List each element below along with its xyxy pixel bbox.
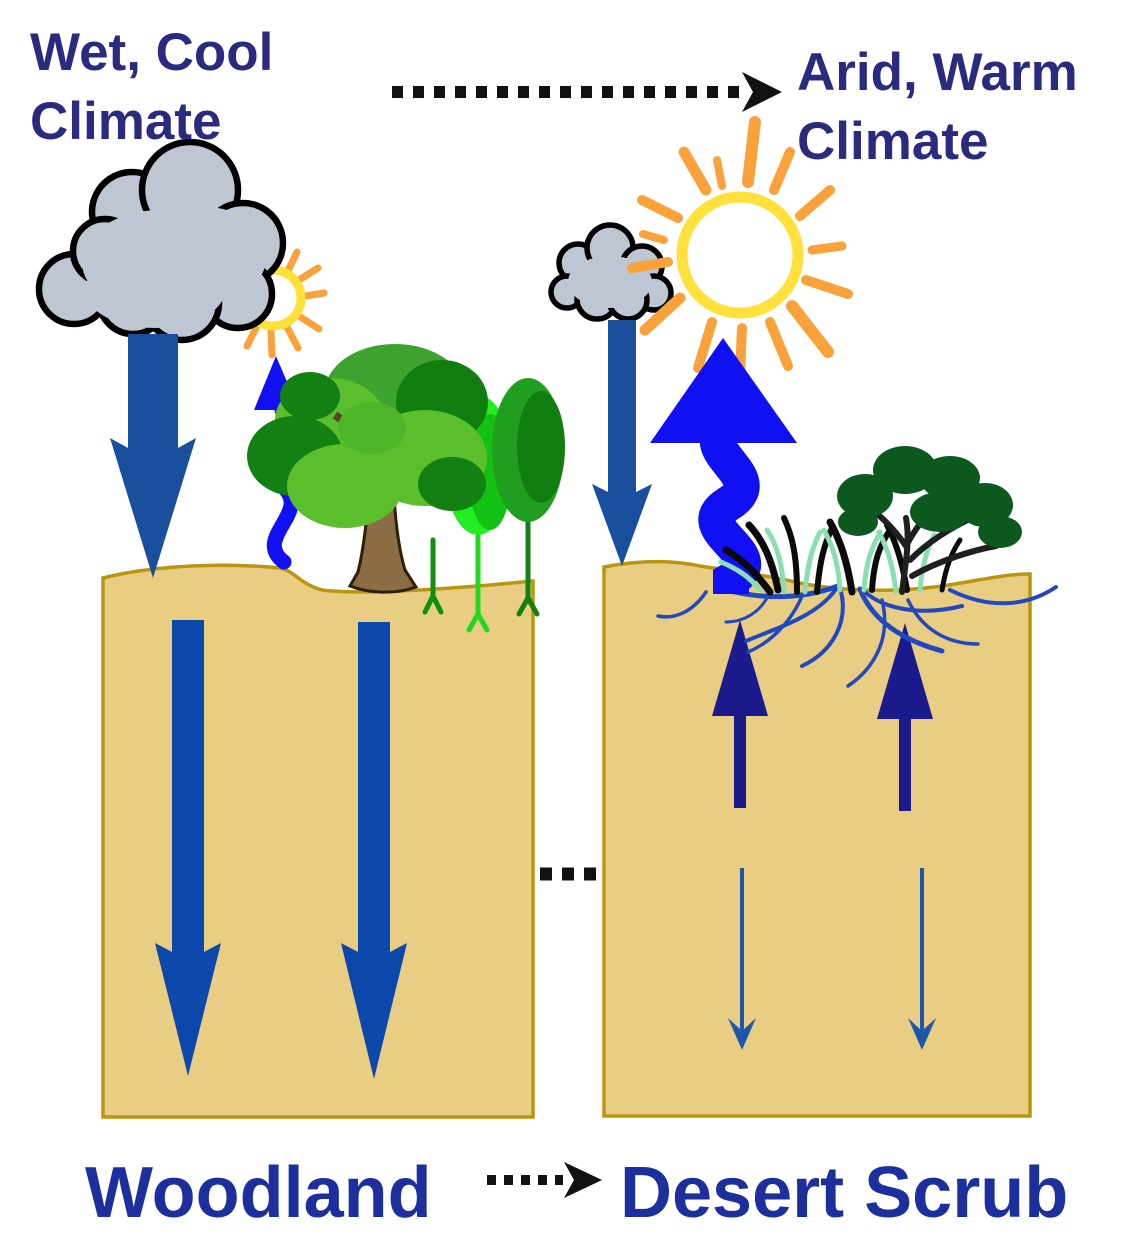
desert-scrub-icon [718,446,1022,596]
large-rain-cloud-icon [35,138,287,344]
arid-warm-line2: Climate [797,112,989,171]
capillary-rise-arrows-icon [712,620,933,811]
biome-transition-arrow-icon [487,1162,602,1198]
wet-cool-climate-label: Wet, Cool Climate [30,18,273,156]
woodland-label: Woodland [85,1153,432,1233]
weak-percolation-arrows-icon [728,868,936,1050]
arid-warm-line1: Arid, Warm [797,43,1078,102]
wet-cool-line1: Wet, Cool [30,23,274,82]
arid-warm-climate-label: Arid, Warm Climate [797,38,1078,176]
woodland-trees-icon [247,344,565,633]
heavy-rain-arrow-icon [110,334,196,578]
woodland-soil-block [101,563,535,1119]
climate-transition-arrow-icon [392,72,782,112]
desert-scrub-label: Desert Scrub [620,1153,1069,1233]
large-evaporation-arrow-icon [650,338,797,596]
large-sun-icon [627,116,853,379]
light-rain-arrow-icon [592,320,652,566]
wet-cool-line2: Climate [30,92,222,151]
deep-percolation-arrows-icon [155,620,407,1079]
